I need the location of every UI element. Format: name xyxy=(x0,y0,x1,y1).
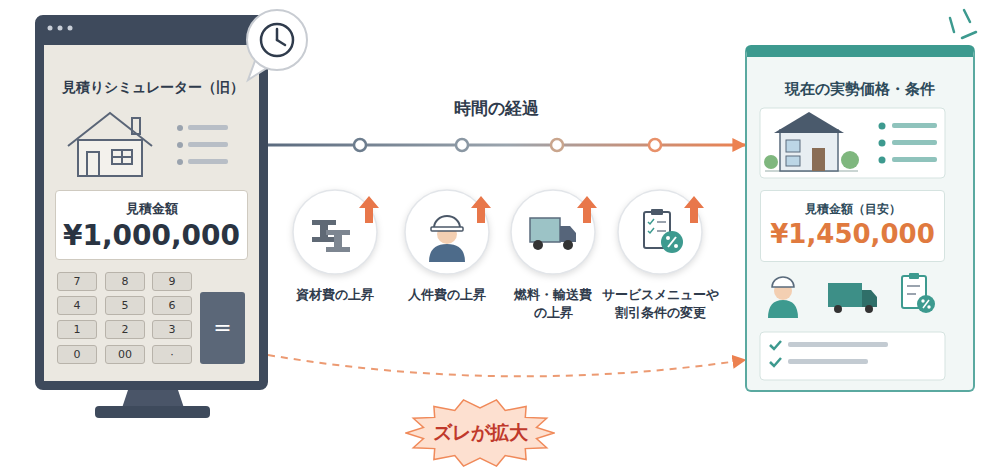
node-text: · xyxy=(170,349,174,360)
node-text: 5 xyxy=(122,300,129,311)
monitor-stand xyxy=(95,390,210,418)
node-text: 現在の実勢価格・条件 xyxy=(747,80,973,99)
starburst-shape xyxy=(406,400,554,466)
circle-shape xyxy=(293,190,377,274)
cost-factor-circle: 燃料・輸送費 の上昇 xyxy=(493,188,613,328)
calculator-key: 6 xyxy=(152,296,192,315)
calculator-key: 0 xyxy=(57,345,97,364)
node-value: ¥1,000,000 xyxy=(56,219,247,252)
circle-outline xyxy=(275,188,395,278)
node-text: サービスメニューや 割引条件の変更 xyxy=(600,286,720,321)
circle-shape xyxy=(618,190,702,274)
node-text: = xyxy=(213,317,231,339)
calculator-key: 1 xyxy=(57,320,97,339)
node-text: 0 xyxy=(74,349,81,360)
circle-outline xyxy=(600,188,720,278)
circle-outline xyxy=(493,188,613,278)
node-text: 資材費の上昇 xyxy=(275,286,395,304)
calculator-key: = xyxy=(200,292,245,364)
edge-label: 時間の経過 xyxy=(454,97,539,120)
calculator-key: 00 xyxy=(105,345,145,364)
calculator-key: 4 xyxy=(57,296,97,315)
node-text: 1 xyxy=(74,324,81,335)
calculator-key: 2 xyxy=(105,320,145,339)
sparkle-lines xyxy=(950,10,976,38)
timeline-arrow xyxy=(268,144,745,147)
cost-factor-circle: 人件費の上昇 xyxy=(387,188,507,328)
timeline-markers xyxy=(354,139,661,151)
node-text: 4 xyxy=(74,300,81,311)
node-text: 燃料・輸送費 の上昇 xyxy=(513,286,593,321)
calculator-key: 8 xyxy=(105,272,145,291)
dashed-arrow xyxy=(268,355,745,376)
calculator-key: 9 xyxy=(152,272,192,291)
node-text: ズレが拡大 xyxy=(433,420,528,446)
node-text: 7 xyxy=(74,276,81,287)
estimate-box: 見積金額¥1,000,000 xyxy=(55,190,248,260)
calculator-key: 5 xyxy=(105,296,145,315)
starburst-callout: ズレが拡大 xyxy=(405,398,555,468)
node-text: 6 xyxy=(169,300,176,311)
current-price-panel: 現在の実勢価格・条件見積金額（目安）¥1,450,000 xyxy=(745,45,975,392)
node-text: 00 xyxy=(118,349,132,360)
node-text: 2 xyxy=(122,324,129,335)
node-value: ¥1,450,000 xyxy=(761,219,944,249)
calculator-key: 3 xyxy=(152,320,192,339)
calculator-key: · xyxy=(152,345,192,364)
node-text: 見積金額 xyxy=(56,200,247,218)
circle-shape xyxy=(511,190,595,274)
calculator-key: 7 xyxy=(57,272,97,291)
circle-shape xyxy=(405,190,489,274)
node-text: 見積りシミュレーター（旧） xyxy=(62,79,244,97)
node-text: 人件費の上昇 xyxy=(387,286,507,304)
node-text: 9 xyxy=(169,276,176,287)
cost-factor-circle: サービスメニューや 割引条件の変更 xyxy=(600,188,720,328)
monitor-screen: 見積りシミュレーター（旧）見積金額¥1,000,000789456123000·… xyxy=(35,15,268,390)
node-text: 見積金額（目安） xyxy=(761,201,944,218)
circle-outline xyxy=(387,188,507,278)
node-text: 8 xyxy=(122,276,129,287)
node-text: 3 xyxy=(169,324,176,335)
estimate-box: 見積金額（目安）¥1,450,000 xyxy=(760,190,945,262)
cost-factor-circle: 資材費の上昇 xyxy=(275,188,395,328)
